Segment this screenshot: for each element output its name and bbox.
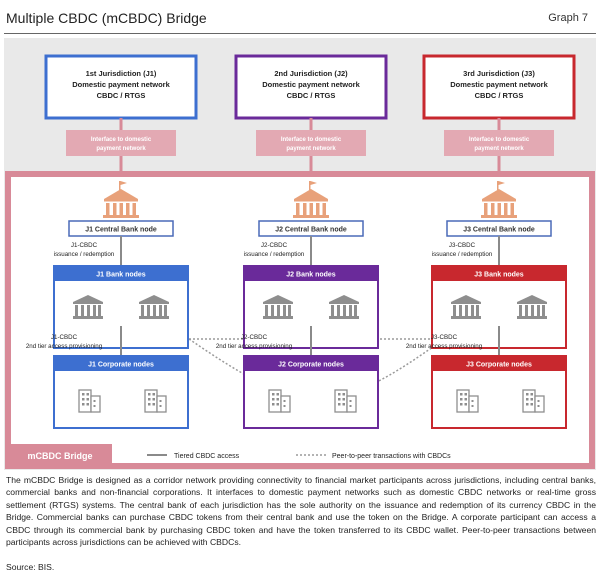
j3-central-bank-label: J3 Central Bank node: [463, 227, 535, 234]
j3-interface-label-1: Interface to domestic: [469, 137, 530, 143]
j3-network: Domestic payment network: [450, 80, 548, 89]
header: Multiple CBDC (mCBDC) Bridge Graph 7: [4, 0, 596, 36]
j1-system: CBDC / RTGS: [97, 91, 146, 100]
j2-corporate-nodes-label: J2 Corporate nodes: [278, 362, 344, 369]
j2-interface-label-2: payment network: [286, 146, 336, 152]
j3-corporate-nodes-label: J3 Corporate nodes: [466, 362, 532, 369]
bridge-label-tab: [8, 444, 112, 466]
j2-interface-label-1: Interface to domestic: [281, 137, 342, 143]
j1-central-bank-label: J1 Central Bank node: [85, 227, 157, 234]
jurisdiction-j1: 1st Jurisdiction (J1) Domestic payment n…: [26, 54, 198, 429]
header-rule: [4, 33, 596, 34]
j3-tier-label-a: J3-CBDC: [431, 334, 458, 341]
j1-tier-label-a: J1-CBDC: [51, 334, 78, 341]
j3-bank-nodes-label: J3 Bank nodes: [474, 272, 524, 279]
diagram-panel: mCBDC Bridge 1st Jurisdiction (J1) Domes…: [4, 38, 596, 470]
j3-issuance-label-b: issuance / redemption: [432, 251, 493, 258]
j3-interface-label-2: payment network: [474, 146, 524, 152]
j2-bank-nodes-header: [244, 266, 378, 281]
caption: The mCBDC Bridge is designed as a corrid…: [6, 475, 596, 548]
j3-tier-label-b: 2nd tier access provisioning: [406, 343, 483, 350]
j1-corporate-nodes-label: J1 Corporate nodes: [88, 362, 154, 369]
bridge-diagram: mCBDC Bridge 1st Jurisdiction (J1) Domes…: [5, 54, 595, 469]
j1-corporate-nodes-header: [54, 356, 188, 371]
j2-issuance-label-a: J2-CBDC: [261, 242, 288, 249]
legend-p2p-label: Peer-to-peer transactions with CBDCs: [332, 453, 451, 460]
j1-interface-box: [66, 130, 176, 156]
j3-name: 3rd Jurisdiction (J3): [463, 69, 535, 78]
j3-system: CBDC / RTGS: [475, 91, 524, 100]
j2-central-bank-label: J2 Central Bank node: [275, 227, 347, 234]
j3-corporate-nodes-header: [432, 356, 566, 371]
j3-bank-nodes-header: [432, 266, 566, 281]
j2-domestic-network-box: [234, 54, 388, 120]
jurisdiction-j3: 3rd Jurisdiction (J3) Domestic payment n…: [406, 54, 576, 429]
graph-title: Multiple CBDC (mCBDC) Bridge: [6, 10, 207, 26]
j1-name: 1st Jurisdiction (J1): [86, 69, 157, 78]
j1-interface-label-2: payment network: [96, 146, 146, 152]
j1-bank-nodes-header: [54, 266, 188, 281]
j1-issuance-label-b: issuance / redemption: [54, 251, 115, 258]
j2-bank-nodes-label: J2 Bank nodes: [286, 272, 336, 279]
j1-issuance-label-a: J1-CBDC: [71, 242, 98, 249]
j1-interface-label-1: Interface to domestic: [91, 137, 152, 143]
j2-network: Domestic payment network: [262, 80, 360, 89]
legend-tiered-label: Tiered CBDC access: [174, 453, 240, 460]
j2-issuance-label-b: issuance / redemption: [244, 251, 305, 258]
j2-tier-label-a: J2-CBDC: [241, 334, 268, 341]
j2-interface-box: [256, 130, 366, 156]
graph-number: Graph 7: [548, 12, 588, 24]
j3-interface-box: [444, 130, 554, 156]
j1-tier-label-b: 2nd tier access provisioning: [26, 343, 103, 350]
j3-issuance-label-a: J3-CBDC: [449, 242, 476, 249]
j2-corporate-nodes-header: [244, 356, 378, 371]
j1-domestic-network-box: [44, 54, 198, 120]
j2-name: 2nd Jurisdiction (J2): [274, 69, 348, 78]
j1-bank-nodes-label: J1 Bank nodes: [96, 272, 146, 279]
jurisdiction-j2: 2nd Jurisdiction (J2) Domestic payment n…: [216, 54, 388, 429]
bridge-label: mCBDC Bridge: [27, 451, 92, 461]
j2-system: CBDC / RTGS: [287, 91, 336, 100]
j2-tier-label-b: 2nd tier access provisioning: [216, 343, 293, 350]
source-note: Source: BIS.: [6, 562, 55, 572]
j1-network: Domestic payment network: [72, 80, 170, 89]
